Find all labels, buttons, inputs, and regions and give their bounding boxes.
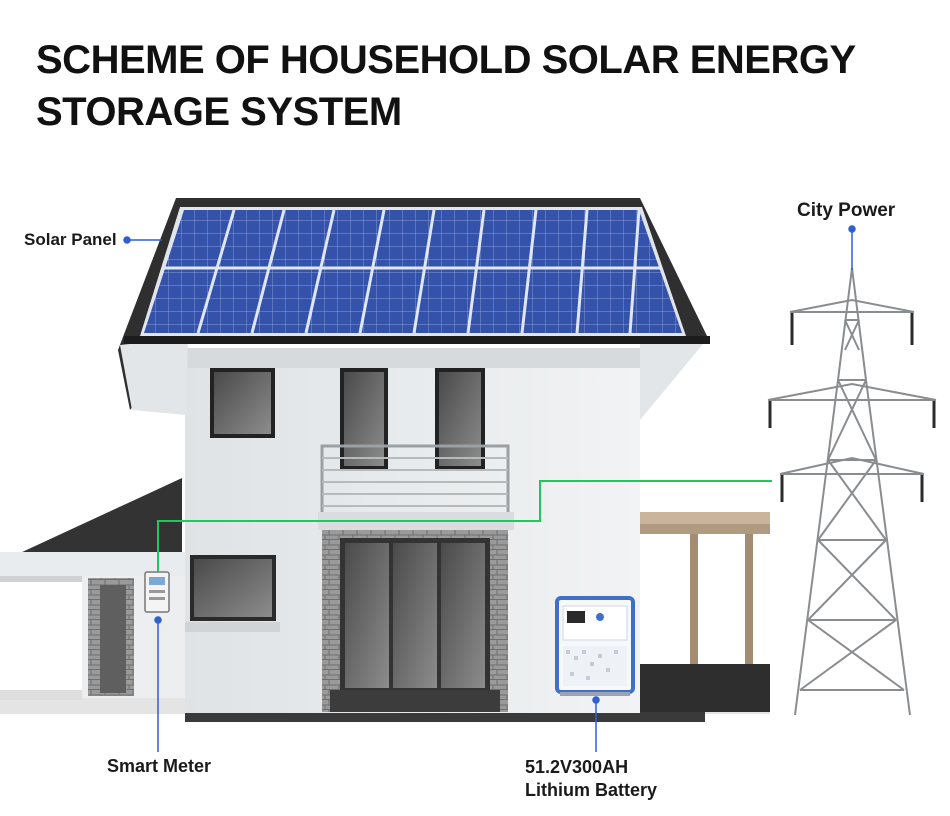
battery-spec-label: 51.2V300AH <box>525 756 657 779</box>
smart-meter-label: Smart Meter <box>107 756 211 777</box>
battery-type-label: Lithium Battery <box>525 779 657 802</box>
pergola <box>640 512 770 712</box>
solar-panel-label: Solar Panel <box>24 230 117 250</box>
battery-label: 51.2V300AH Lithium Battery <box>525 756 657 802</box>
solar-panel-array <box>140 207 686 336</box>
city-power-label: City Power <box>797 200 895 222</box>
lithium-battery-device <box>557 598 633 696</box>
page-title: SCHEME OF HOUSEHOLD SOLAR ENERGY STORAGE… <box>36 34 916 138</box>
smart-meter-device <box>145 572 169 612</box>
